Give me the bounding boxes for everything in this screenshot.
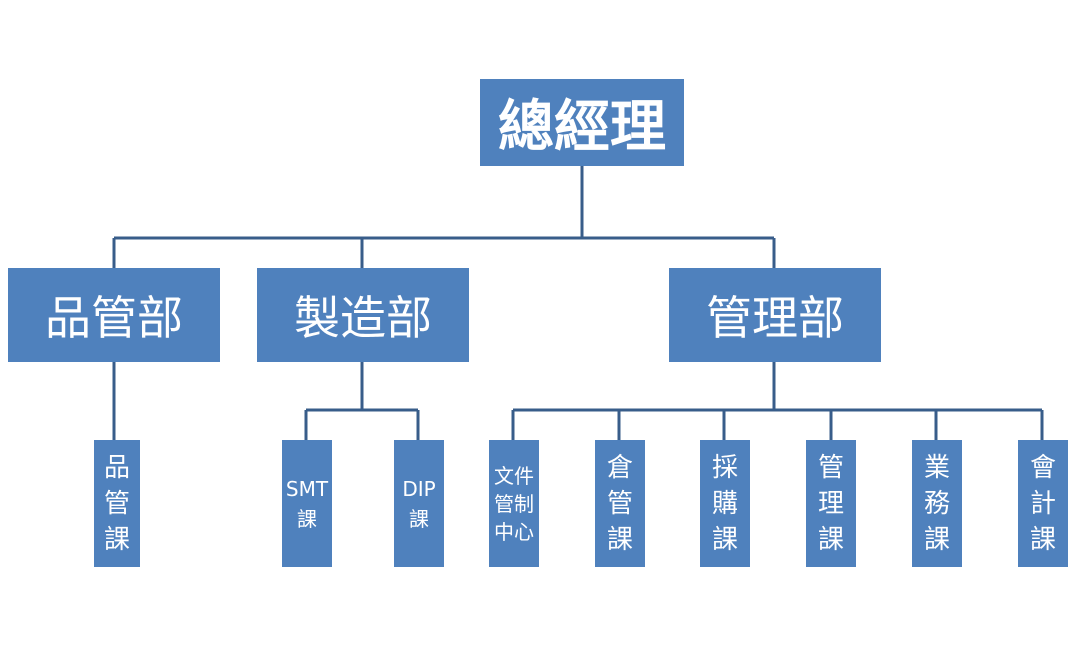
purchasing-section-label: 採 購 課 — [711, 452, 738, 555]
dip-section-box: DIP 課 — [394, 440, 444, 567]
document-control-section-label: 文件 管制 中心 — [494, 463, 534, 544]
management-department-label: 管理部 — [706, 291, 844, 345]
warehouse-section-box: 倉 管 課 — [595, 440, 645, 567]
quality-section-box: 品 管 課 — [94, 440, 140, 567]
general-manager-label: 總經理 — [498, 95, 666, 160]
dip-section-label: DIP 課 — [402, 476, 436, 531]
smt-section-box: SMT 課 — [282, 440, 332, 567]
admin-section-label: 管 理 課 — [817, 452, 844, 555]
warehouse-section-label: 倉 管 課 — [606, 452, 633, 555]
quality-section-label: 品 管 課 — [103, 452, 130, 555]
quality-department-label: 品管部 — [45, 291, 183, 345]
management-department-box: 管理部 — [669, 268, 881, 362]
manufacturing-department-box: 製造部 — [257, 268, 469, 362]
accounting-section-label: 會 計 課 — [1029, 452, 1056, 555]
admin-section-box: 管 理 課 — [806, 440, 856, 567]
sales-section-box: 業 務 課 — [912, 440, 962, 567]
sales-section-label: 業 務 課 — [923, 452, 950, 555]
general-manager-box: 總經理 — [480, 79, 684, 166]
quality-department-box: 品管部 — [8, 268, 220, 362]
smt-section-label: SMT 課 — [285, 476, 329, 531]
purchasing-section-box: 採 購 課 — [700, 440, 750, 567]
manufacturing-department-label: 製造部 — [294, 291, 432, 345]
document-control-section-box: 文件 管制 中心 — [489, 440, 539, 567]
accounting-section-box: 會 計 課 — [1018, 440, 1068, 567]
